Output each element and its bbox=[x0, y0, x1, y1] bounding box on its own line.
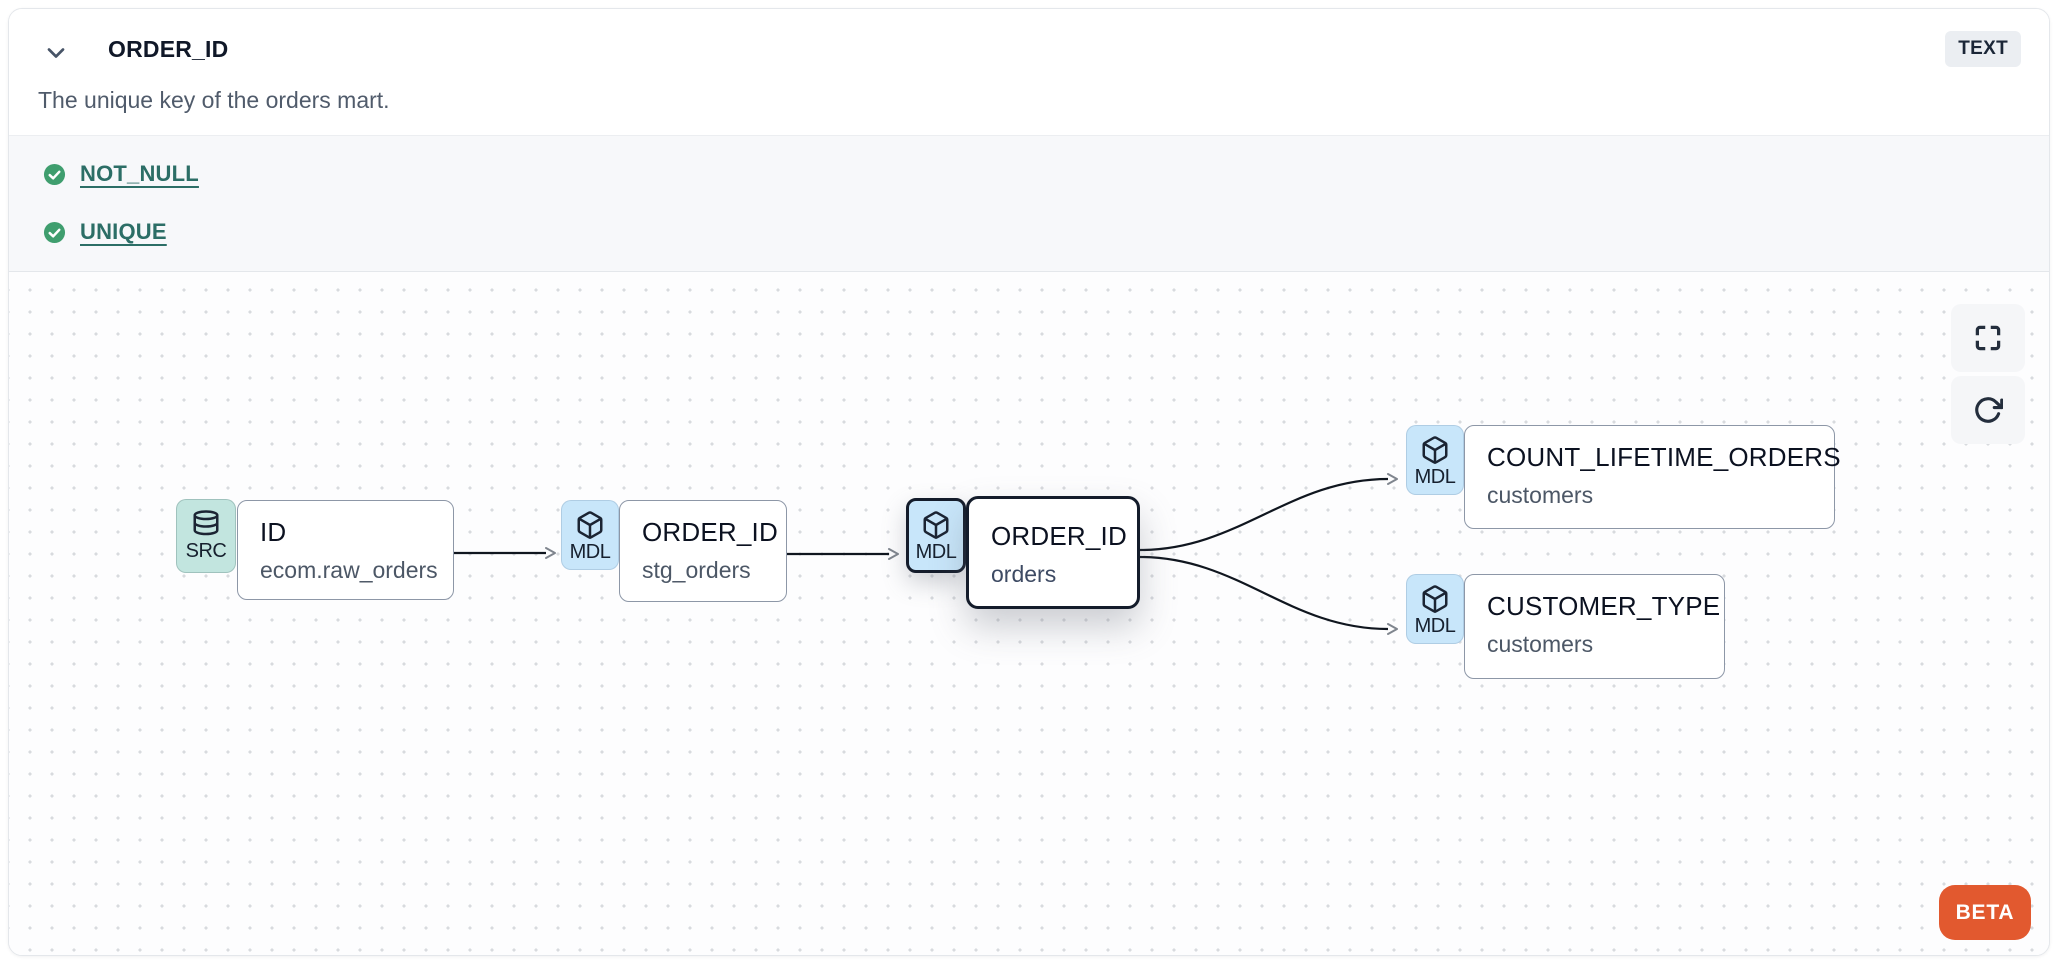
node-subtitle: customers bbox=[1487, 631, 1594, 657]
lineage-canvas[interactable]: SRC ID ecom.raw_orders MDL ORDER_ID stg_… bbox=[9, 272, 2049, 955]
node-type-badge: SRC bbox=[176, 499, 236, 573]
node-card: COUNT_LIFETIME_ORDERS customers bbox=[1464, 425, 1841, 529]
node-type-label: MDL bbox=[915, 541, 957, 563]
lineage-node-source[interactable]: SRC ID ecom.raw_orders bbox=[176, 499, 454, 600]
column-description: The unique key of the orders mart. bbox=[38, 87, 390, 113]
node-title: CUSTOMER_TYPE bbox=[1487, 591, 1721, 621]
fullscreen-button[interactable] bbox=[1951, 304, 2025, 372]
database-icon bbox=[193, 510, 219, 536]
beta-badge: BETA bbox=[1939, 885, 2031, 940]
test-link-unique[interactable]: UNIQUE bbox=[80, 219, 167, 244]
column-details-panel: ORDER_ID TEXT The unique key of the orde… bbox=[8, 8, 2050, 956]
canvas-controls bbox=[1951, 304, 2025, 444]
lineage-node-count-lifetime-orders[interactable]: MDL COUNT_LIFETIME_ORDERS customers bbox=[1406, 425, 1841, 529]
column-type-badge: TEXT bbox=[1945, 31, 2021, 67]
node-card: ORDER_ID stg_orders bbox=[619, 500, 787, 602]
test-link-not-null[interactable]: NOT_NULL bbox=[80, 161, 199, 186]
tests-section: NOT_NULL UNIQUE bbox=[9, 135, 2049, 272]
node-card: ORDER_ID orders bbox=[966, 496, 1140, 609]
cube-icon bbox=[1422, 585, 1448, 613]
cube-icon bbox=[1422, 436, 1448, 464]
node-title: ORDER_ID bbox=[991, 521, 1127, 551]
node-type-badge: MDL bbox=[1406, 425, 1464, 495]
check-circle-icon bbox=[43, 163, 66, 186]
reset-layout-button[interactable] bbox=[1951, 376, 2025, 444]
node-type-badge: MDL bbox=[906, 498, 966, 573]
node-type-label: MDL bbox=[1414, 615, 1456, 637]
node-type-badge: MDL bbox=[1406, 574, 1464, 644]
node-subtitle: ecom.raw_orders bbox=[260, 557, 438, 583]
node-type-badge: MDL bbox=[561, 500, 619, 570]
lineage-edges bbox=[454, 473, 1398, 635]
node-type-label: SRC bbox=[185, 540, 227, 562]
node-subtitle: customers bbox=[1487, 482, 1594, 508]
node-title: COUNT_LIFETIME_ORDERS bbox=[1487, 442, 1841, 472]
chevron-down-icon bbox=[47, 48, 65, 58]
node-subtitle: orders bbox=[991, 561, 1057, 587]
check-circle-icon bbox=[43, 221, 66, 244]
column-name: ORDER_ID bbox=[108, 36, 229, 62]
node-type-label: MDL bbox=[569, 541, 611, 563]
node-title: ID bbox=[260, 517, 287, 547]
lineage-node-selected[interactable]: MDL ORDER_ID orders bbox=[906, 496, 1140, 610]
cube-icon bbox=[923, 511, 949, 539]
expand-icon bbox=[1975, 325, 2001, 351]
lineage-node-stg[interactable]: MDL ORDER_ID stg_orders bbox=[561, 500, 787, 602]
cube-icon bbox=[577, 511, 603, 539]
node-card: ID ecom.raw_orders bbox=[237, 500, 454, 600]
node-type-label: MDL bbox=[1414, 466, 1456, 488]
header: ORDER_ID TEXT The unique key of the orde… bbox=[9, 9, 2049, 135]
collapse-toggle[interactable] bbox=[41, 39, 71, 69]
test-row: UNIQUE bbox=[43, 219, 2049, 244]
test-row: NOT_NULL bbox=[43, 161, 2049, 186]
lineage-node-customer-type[interactable]: MDL CUSTOMER_TYPE customers bbox=[1406, 574, 1725, 679]
node-title: ORDER_ID bbox=[642, 517, 778, 547]
node-card: CUSTOMER_TYPE customers bbox=[1464, 574, 1725, 679]
node-subtitle: stg_orders bbox=[642, 557, 751, 583]
rotate-cw-icon bbox=[1975, 397, 2003, 423]
